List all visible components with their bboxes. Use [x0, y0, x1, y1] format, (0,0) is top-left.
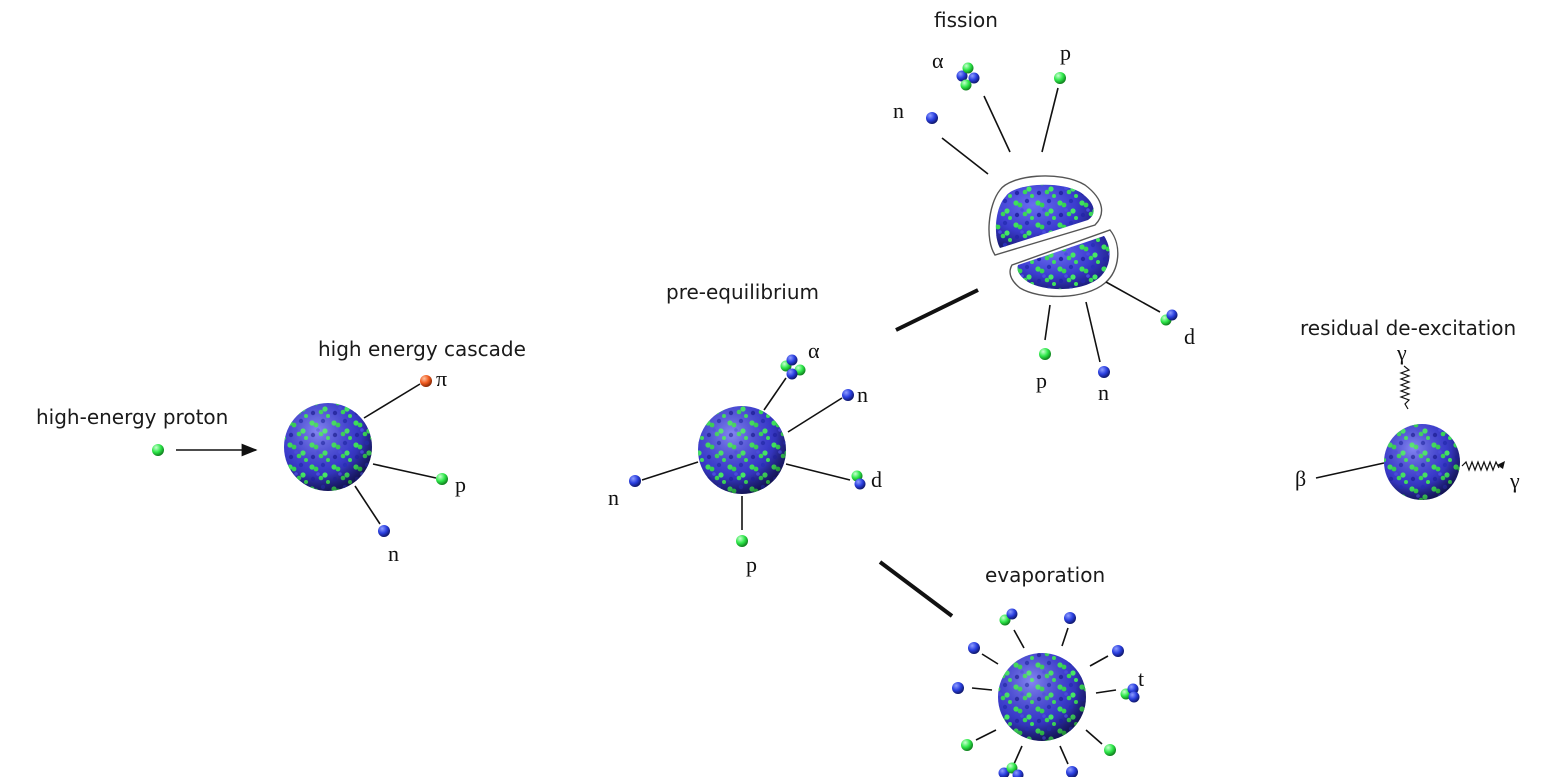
label-fission: fission	[934, 8, 998, 32]
fission-n-bottom-label: n	[1098, 380, 1109, 405]
cascade-p-label: p	[455, 472, 466, 497]
fission-p-top-line	[1041, 87, 1059, 153]
evaporation-nucleus	[998, 653, 1086, 741]
preeq-d-line	[785, 463, 851, 481]
fission-alpha-line	[983, 95, 1011, 153]
cascade-n-label: n	[388, 541, 399, 566]
fission-alpha-cluster	[956, 62, 980, 91]
evaporation-emissions	[952, 608, 1140, 777]
deexcitation-gamma-top-wave	[1399, 365, 1411, 410]
fission-proton-bottom-ball	[1039, 348, 1051, 360]
fission-deuteron	[1160, 309, 1178, 326]
preeq-n-right-label: n	[857, 382, 868, 407]
fission-n-topleft-line	[941, 137, 989, 175]
preeq-p-label: p	[746, 552, 757, 577]
preeq-neutron-right-ball	[842, 389, 854, 401]
fission-n-topleft-label: n	[893, 98, 904, 123]
branch-to-evaporation	[878, 560, 954, 618]
label-evaporation: evaporation	[985, 563, 1105, 587]
cascade-neutron-ball	[378, 525, 390, 537]
cascade-pi-line	[363, 383, 421, 419]
cascade-p-line	[372, 463, 437, 479]
deexcitation-beta-label: β	[1295, 466, 1306, 491]
incoming-proton-ball	[152, 444, 164, 456]
fission-proton-top-ball	[1054, 72, 1066, 84]
fission-d-label: d	[1184, 324, 1195, 349]
fission-nucleus	[988, 175, 1119, 298]
deexcitation-gamma-right-wave	[1461, 460, 1500, 472]
evaporation-t-label: t	[1138, 666, 1144, 691]
label-residual-de-excitation: residual de-excitation	[1300, 316, 1516, 340]
deexcitation-beta-line	[1315, 462, 1385, 479]
preeq-n-left-label: n	[608, 485, 619, 510]
fission-alpha-label: α	[932, 48, 944, 73]
fission-p-bottom-label: p	[1036, 368, 1047, 393]
fission-d-line	[1105, 281, 1161, 313]
preeq-n-right-line	[787, 397, 843, 433]
cascade-nucleus	[284, 403, 372, 491]
preeq-d-label: d	[871, 467, 882, 492]
preeq-deuteron	[851, 470, 866, 490]
deexcitation-nucleus	[1384, 424, 1460, 500]
fission-neutron-bottom-ball	[1098, 366, 1110, 378]
preeq-alpha-line	[763, 377, 787, 411]
branch-to-fission	[895, 288, 979, 332]
deexcitation-gamma-top-label: γ	[1396, 340, 1407, 365]
label-high-energy-proton: high-energy proton	[36, 405, 228, 429]
fission-p-bottom-line	[1044, 304, 1051, 341]
label-pre-equilibrium: pre-equilibrium	[666, 280, 819, 304]
fission-neutron-topleft-ball	[926, 112, 938, 124]
deexcitation-gamma-right-label: γ	[1509, 468, 1520, 493]
cascade-n-line	[354, 485, 381, 525]
preeq-proton-ball	[736, 535, 748, 547]
label-high-energy-cascade: high energy cascade	[318, 337, 526, 361]
preeq-alpha-label: α	[808, 338, 820, 363]
preeq-n-left-line	[641, 461, 699, 481]
preeq-neutron-left-ball	[629, 475, 641, 487]
cascade-proton-ball	[436, 473, 448, 485]
deexcitation-gamma-right-arrowhead	[1497, 461, 1505, 469]
fission-p-top-label: p	[1060, 40, 1071, 65]
preeq-alpha-cluster	[780, 354, 806, 380]
cascade-pion-ball	[420, 375, 432, 387]
preeq-nucleus	[698, 406, 786, 494]
fission-n-bottom-line	[1085, 301, 1101, 363]
cascade-pi-label: π	[436, 366, 447, 391]
